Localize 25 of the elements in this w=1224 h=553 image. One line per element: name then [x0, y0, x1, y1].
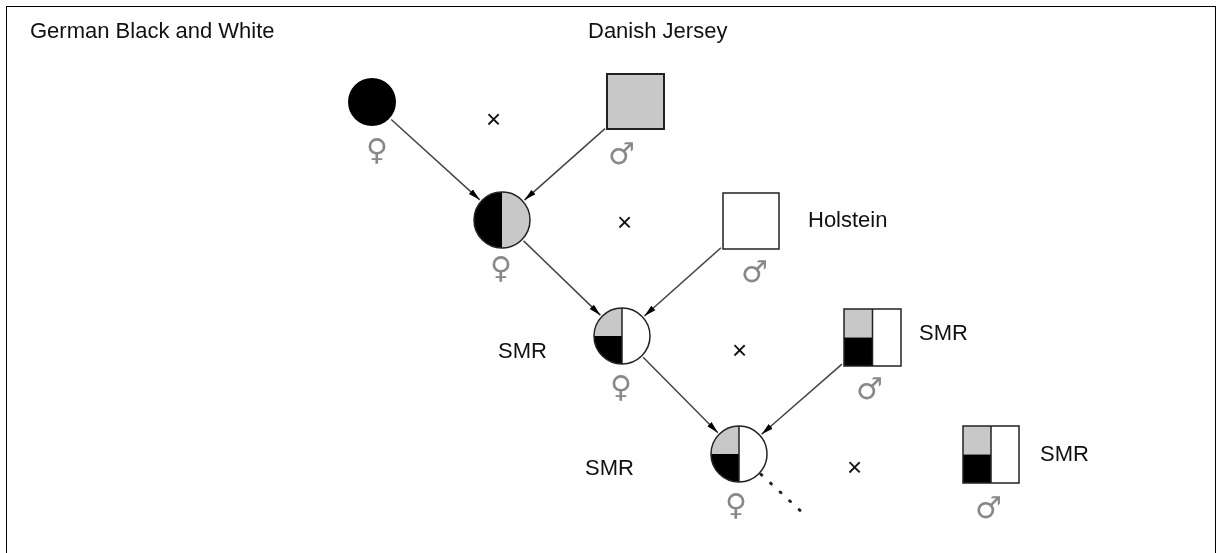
arrow: [642, 356, 719, 434]
cross-sign: ×: [486, 106, 502, 132]
arrow: [390, 118, 481, 201]
breed-label: SMR: [585, 457, 634, 479]
breed-label: SMR: [498, 340, 547, 362]
arrow: [643, 247, 722, 317]
female-sign: ♀: [366, 135, 388, 165]
male-sign: ♂: [856, 374, 883, 404]
breed-label: German Black and White: [30, 20, 275, 42]
breed-label: Danish Jersey: [588, 20, 728, 42]
arrow: [523, 127, 606, 201]
female-sign: ♀: [490, 253, 512, 283]
arrow: [522, 240, 602, 316]
arrow: [760, 363, 843, 435]
female-sign: ♀: [725, 490, 747, 520]
cross-sign: ×: [732, 337, 748, 363]
female-sign: ♀: [610, 372, 632, 402]
breed-label: SMR: [1040, 443, 1089, 465]
cross-sign: ×: [617, 209, 633, 235]
breed-label: Holstein: [808, 209, 888, 231]
breed-label: SMR: [919, 322, 968, 344]
male-sign: ♂: [975, 493, 1002, 523]
cross-sign: ×: [847, 454, 863, 480]
male-sign: ♂: [608, 139, 635, 169]
male-sign: ♂: [741, 257, 768, 287]
